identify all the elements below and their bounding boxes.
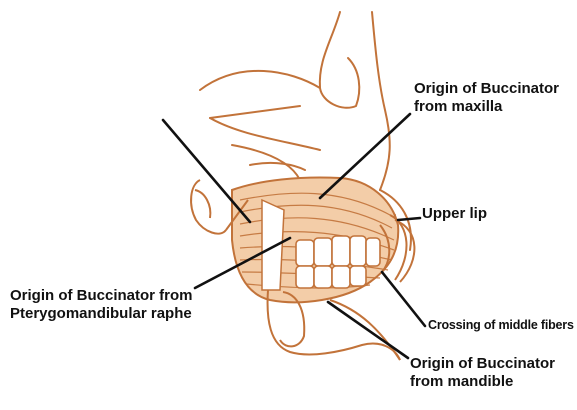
leader-mandible	[328, 302, 408, 358]
label-origin-maxilla: Origin of Buccinator from maxilla	[414, 80, 559, 116]
label-crossing-fibers: Crossing of middle fibers	[428, 318, 574, 333]
leader-upper-lip	[398, 218, 420, 220]
label-raphe-line2: Pterygomandibular raphe	[10, 305, 193, 323]
label-maxilla-line1: Origin of Buccinator	[414, 80, 559, 98]
pterygomandibular-raphe	[262, 200, 284, 290]
label-raphe-line1: Origin of Buccinator from	[10, 287, 193, 305]
label-mandible-line2: from mandible	[410, 373, 555, 391]
label-mandible-line1: Origin of Buccinator	[410, 355, 555, 373]
leader-crossing	[382, 272, 425, 326]
leader-raphe-top	[163, 120, 250, 222]
label-maxilla-line2: from maxilla	[414, 98, 559, 116]
label-origin-raphe: Origin of Buccinator from Pterygomandibu…	[10, 287, 193, 323]
label-upper-lip: Upper lip	[422, 205, 487, 223]
label-origin-mandible: Origin of Buccinator from mandible	[410, 355, 555, 391]
